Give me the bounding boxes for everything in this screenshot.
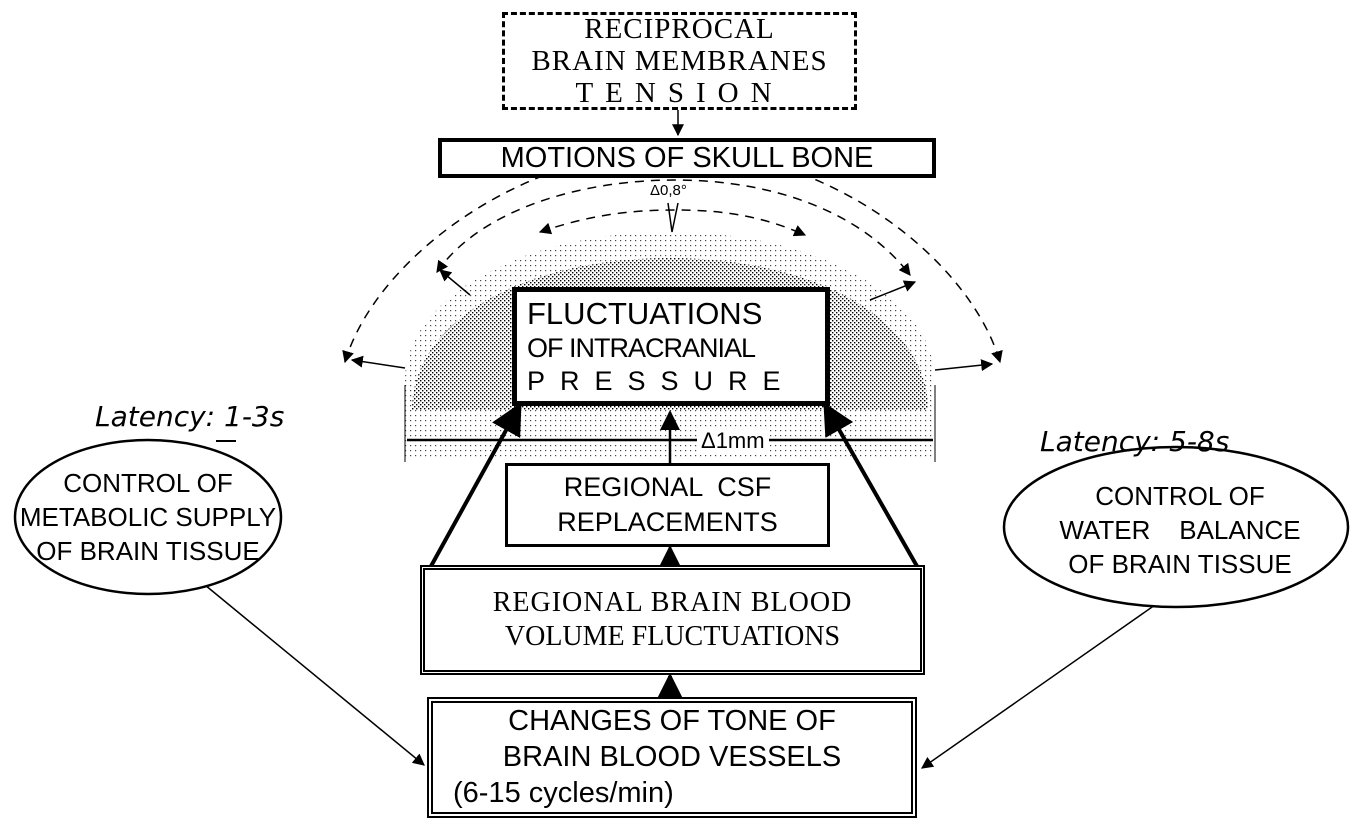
volume-line-1: REGIONAL BRAIN BLOOD bbox=[493, 589, 853, 617]
csf-line-2: REPLACEMENTS bbox=[557, 509, 778, 536]
tension-line-2: BRAIN MEMBRANES bbox=[531, 47, 827, 76]
water-line-2: WATER BALANCE bbox=[1059, 517, 1300, 543]
arrow-water-to-tone bbox=[922, 605, 1155, 768]
water-balance-text: CONTROL OF WATER BALANCE OF BRAIN TISSUE bbox=[1010, 472, 1350, 588]
right-latency-label: Latency: 5-8s bbox=[1040, 425, 1229, 458]
volume-line-2: VOLUME FLUCTUATIONS bbox=[505, 623, 840, 651]
left-expansion-arrow bbox=[352, 360, 405, 368]
metabolic-supply-text: CONTROL OF METABOLIC SUPPLY OF BRAIN TIS… bbox=[20, 458, 276, 576]
width-label: Δ1mm bbox=[697, 428, 769, 454]
metabolic-line-2: METABOLIC SUPPLY bbox=[20, 504, 276, 530]
csf-replacements-box: REGIONAL CSF REPLACEMENTS bbox=[505, 463, 830, 547]
csf-line-1: REGIONAL CSF bbox=[564, 474, 772, 501]
tone-line-3: (6-15 cycles/min) bbox=[433, 779, 674, 808]
tone-line-2: BRAIN BLOOD VESSELS bbox=[503, 743, 841, 772]
blood-volume-box: REGIONAL BRAIN BLOOD VOLUME FLUCTUATIONS bbox=[420, 565, 925, 675]
metabolic-line-3: OF BRAIN TISSUE bbox=[36, 538, 259, 564]
tone-line-1: CHANGES OF TONE OF bbox=[508, 707, 836, 736]
skull-bone-label: MOTIONS OF SKULL BONE bbox=[501, 144, 874, 173]
water-line-3: OF BRAIN TISSUE bbox=[1068, 551, 1291, 577]
skull-bone-box: MOTIONS OF SKULL BONE bbox=[438, 138, 936, 178]
icp-line-1: FLUCTUATIONS bbox=[527, 298, 762, 329]
angle-label: Δ0,8° bbox=[650, 182, 687, 199]
tension-line-1: RECIPROCAL bbox=[584, 15, 774, 44]
metabolic-line-1: CONTROL OF bbox=[63, 470, 232, 496]
vessel-tone-box: CHANGES OF TONE OF BRAIN BLOOD VESSELS (… bbox=[427, 697, 917, 818]
left-latency-label: Latency: 1-3s bbox=[95, 400, 284, 433]
right-expansion-arrow bbox=[935, 364, 992, 370]
tension-line-3: TENSION bbox=[575, 79, 783, 108]
left-upper-arrow bbox=[440, 270, 470, 295]
icp-line-3: PRESSURE bbox=[527, 368, 796, 395]
reciprocal-tension-box: RECIPROCAL BRAIN MEMBRANES TENSION bbox=[502, 12, 857, 110]
angle-pointer bbox=[668, 203, 678, 232]
water-line-1: CONTROL OF bbox=[1095, 483, 1264, 509]
arrow-metabolic-to-tone bbox=[205, 585, 424, 765]
icp-line-2: OF INTRACRANIAL bbox=[527, 335, 755, 362]
intracranial-pressure-box: FLUCTUATIONS OF INTRACRANIAL PRESSURE bbox=[512, 287, 830, 406]
